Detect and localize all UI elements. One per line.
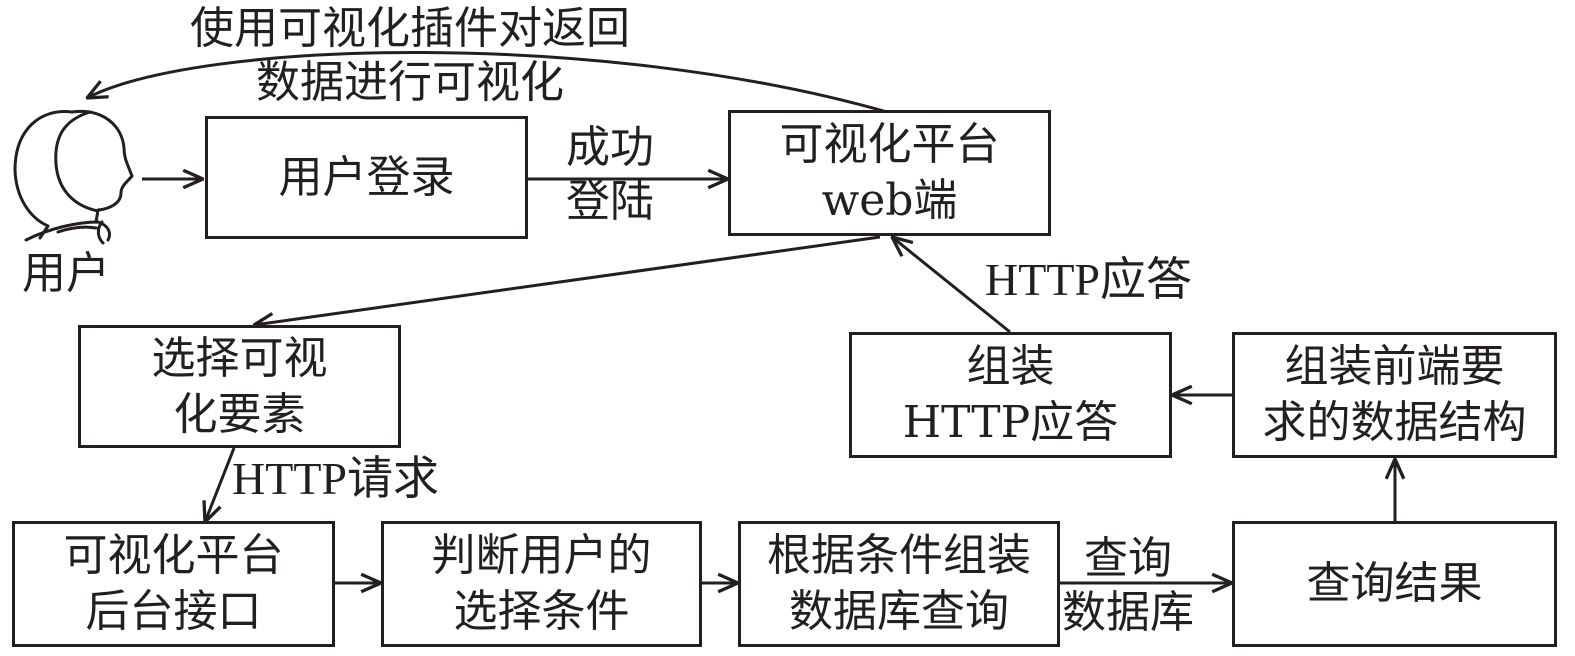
arrow-return-to-user — [87, 51, 888, 114]
edge-label-query-db: 查询 数据库 — [1062, 533, 1194, 638]
user-icon — [13, 109, 134, 245]
node-assemble-structure-text: 组装前端要 求的数据结构 — [1262, 341, 1527, 448]
node-query-result-text: 查询结果 — [1306, 558, 1483, 609]
edge-label-success-login: 成功 登陆 — [566, 122, 654, 227]
node-visual-platform-web-text: 可视化平台 web端 — [779, 119, 1000, 226]
node-select-elements-text: 选择可视 化要素 — [151, 332, 328, 440]
node-judge-conditions-text: 判断用户的 选择条件 — [431, 530, 652, 637]
node-assemble-http: 组装 HTTP应答 — [849, 332, 1172, 458]
arrow-web-to-select — [254, 235, 881, 325]
node-backend-api: 可视化平台 后台接口 — [12, 521, 335, 647]
node-select-elements: 选择可视 化要素 — [78, 325, 401, 448]
node-user-login-text: 用户登录 — [278, 151, 455, 203]
node-assemble-structure: 组装前端要 求的数据结构 — [1232, 332, 1557, 458]
edge-label-visualize: 使用可视化插件对返回 数据进行可视化 — [190, 3, 630, 108]
node-user-login: 用户登录 — [205, 116, 528, 239]
arrow-http-to-web — [892, 237, 1011, 334]
node-build-query-text: 根据条件组装 数据库查询 — [767, 530, 1031, 637]
node-build-query: 根据条件组装 数据库查询 — [738, 521, 1060, 647]
node-query-result: 查询结果 — [1232, 521, 1557, 647]
edge-label-http-response: HTTP应答 — [985, 254, 1192, 305]
node-judge-conditions: 判断用户的 选择条件 — [381, 521, 702, 647]
node-backend-api-text: 可视化平台 后台接口 — [63, 530, 284, 637]
arrow-select-to-backend — [205, 447, 236, 522]
node-assemble-http-text: 组装 HTTP应答 — [902, 341, 1119, 448]
edge-label-http-request: HTTP请求 — [232, 453, 439, 504]
user-label: 用户 — [22, 248, 110, 299]
node-visual-platform-web: 可视化平台 web端 — [728, 110, 1051, 236]
